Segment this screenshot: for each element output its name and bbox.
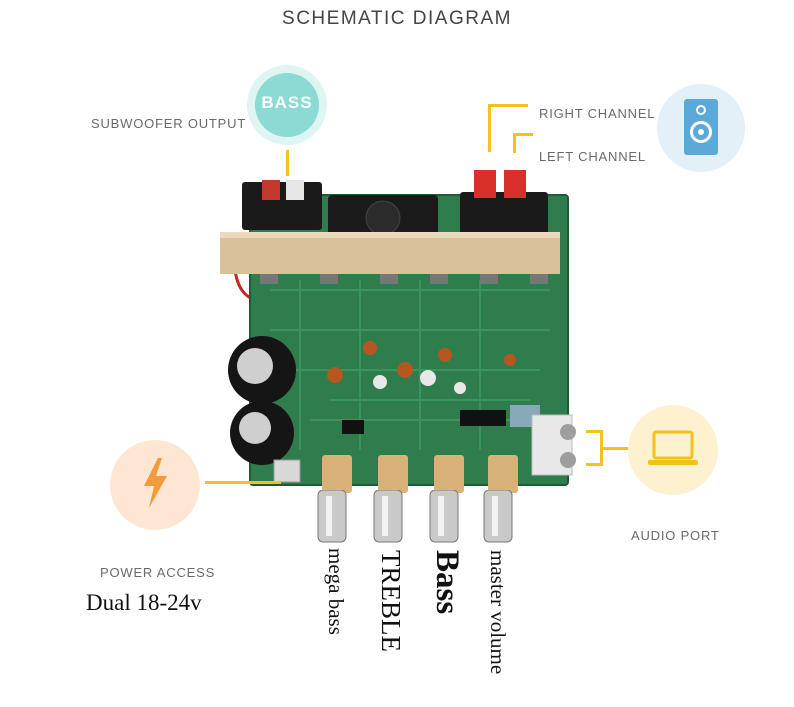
right-channel-label: RIGHT CHANNEL — [539, 106, 656, 121]
left-channel-line-h — [513, 133, 533, 136]
knob-label-mega-bass: mega bass — [324, 548, 348, 635]
audio-line-h — [600, 447, 628, 450]
laptop-icon — [648, 430, 698, 465]
knob-label-treble: TREBLE — [376, 550, 406, 652]
right-channel-line-v — [488, 104, 491, 152]
subwoofer-connector-line — [286, 150, 289, 176]
speaker-icon — [684, 99, 718, 155]
bass-badge-text: BASS — [261, 93, 313, 112]
audio-line-top — [586, 430, 602, 433]
bass-badge-icon: BASS — [255, 73, 319, 137]
lightning-icon — [144, 458, 167, 508]
knob-label-bass: Bass — [429, 550, 465, 615]
left-channel-line-v — [513, 133, 516, 153]
audio-badge-bg — [628, 405, 718, 495]
knob-shafts — [317, 490, 513, 543]
subwoofer-output-label: SUBWOOFER OUTPUT — [91, 116, 247, 131]
power-access-label: POWER ACCESS — [100, 565, 216, 580]
power-connector-line — [205, 481, 281, 484]
left-channel-label: LEFT CHANNEL — [539, 149, 646, 164]
voltage-label: Dual 18-24v — [86, 590, 202, 615]
audio-port-label: AUDIO PORT — [631, 528, 720, 543]
amplifier-board-illustration — [220, 170, 576, 493]
knob-label-master-volume: master volume — [486, 550, 510, 675]
audio-line-bottom — [586, 463, 602, 466]
page-title: SCHEMATIC DIAGRAM — [282, 8, 512, 29]
right-channel-line-h — [488, 104, 528, 107]
